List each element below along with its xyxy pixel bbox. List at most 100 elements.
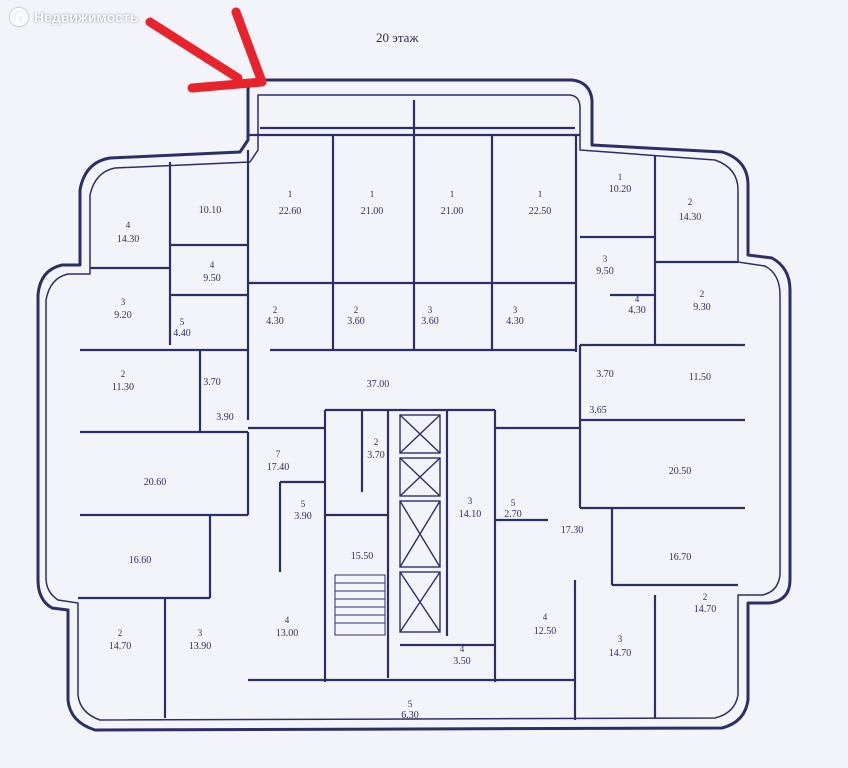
room-number: 2 [121,369,126,379]
elevator-cross [399,457,441,497]
room-area: 10.20 [609,184,632,195]
room-number: 4 [210,260,215,270]
red-arrow-annotation [145,7,267,93]
room-area: 3.70 [203,377,221,388]
stair-well [334,574,386,636]
room-area: 16.70 [669,552,692,563]
room-area: 21.00 [361,206,384,217]
room-area: 11.50 [689,372,711,383]
floor-title: 20 этаж [376,30,419,45]
room-number: 3 [198,628,203,638]
room-number: 2 [374,437,379,447]
room-area: 14.70 [694,604,717,615]
room-area: 3.60 [347,316,365,327]
room-area: 37.00 [367,379,390,390]
red-arrow-shaft [145,17,243,83]
room-number: 3 [513,305,518,315]
stairs [334,574,386,636]
room-area: 14.70 [109,641,132,652]
room-area: 10.10 [199,205,222,216]
room-area: 20.50 [669,466,692,477]
room-number: 1 [618,172,623,182]
room-area: 2.70 [504,509,522,520]
room-number: 2 [703,592,708,602]
elevator-shaft [399,414,441,454]
room-area: 21.00 [441,206,464,217]
room-area: 6.30 [401,710,419,721]
room-area: 3.60 [421,316,439,327]
room-area: 14.10 [459,509,482,520]
room-labels: 1 22.60 1 21.00 1 21.00 1 22.50 1 10.20 … [109,172,717,721]
room-area: 12.50 [534,626,557,637]
elevator-cross [399,571,441,633]
outer-wall [36,78,792,732]
room-area: 17.40 [267,462,290,473]
room-number: 5 [511,498,516,508]
room-area: 14.30 [679,212,702,223]
room-number: 3 [428,305,433,315]
room-area: 15.50 [351,551,374,562]
room-area: 4.30 [506,316,524,327]
inner-walls [78,100,745,720]
room-area: 22.60 [279,206,302,217]
elevator-shaft [399,500,441,568]
room-number: 4 [460,644,465,654]
room-number: 5 [301,499,306,509]
room-number: 3 [603,254,608,264]
room-number: 2 [688,197,693,207]
watermark: Недвижимость [10,8,138,26]
room-area: 13.00 [276,628,299,639]
room-area: 22.50 [529,206,552,217]
room-area: 3.65 [589,405,607,416]
elevator-cross [399,500,441,568]
room-number: 2 [700,289,705,299]
room-area: 9.30 [693,302,711,313]
room-area: 9.50 [596,266,614,277]
room-number: 2 [354,305,359,315]
outer-walls [36,78,792,732]
room-number: 5 [180,317,185,327]
room-area: 9.20 [114,310,132,321]
room-area: 16.60 [129,555,152,566]
room-area: 11.30 [112,382,134,393]
elevator-shaft [399,457,441,497]
elevator-cross [399,414,441,454]
room-number: 2 [118,628,123,638]
room-number: 1 [370,189,375,199]
room-number: 4 [126,220,131,230]
room-area: 3.90 [294,511,312,522]
inner-outline [45,94,781,721]
room-area: 3.70 [596,369,614,380]
room-number: 1 [288,189,293,199]
room-area: 4.30 [266,316,284,327]
room-number: 3 [468,496,473,506]
room-area: 20.60 [144,477,167,488]
room-number: 3 [618,634,623,644]
room-number: 4 [635,294,640,304]
red-arrow-head [187,7,267,93]
room-area: 14.70 [609,648,632,659]
room-number: 1 [450,189,455,199]
room-area: 13.90 [189,641,212,652]
room-area: 14.30 [117,234,140,245]
room-number: 1 [538,189,543,199]
room-area: 3.70 [367,450,385,461]
room-area: 9.50 [203,273,221,284]
room-area: 3.50 [453,656,471,667]
watermark-brand: Недвижимость [34,9,139,25]
elevator-shaft [399,571,441,633]
room-number: 5 [408,699,413,709]
room-area: 3.90 [216,412,234,423]
room-number: 3 [121,297,126,307]
yandex-logo-icon [10,8,28,26]
room-number: 2 [273,305,278,315]
room-number: 4 [543,612,548,622]
room-number: 7 [276,449,281,459]
elevator-shafts [399,414,441,633]
room-number: 4 [285,615,290,625]
room-area: 4.40 [173,328,191,339]
room-area: 4.30 [628,305,646,316]
room-area: 17.30 [561,525,584,536]
